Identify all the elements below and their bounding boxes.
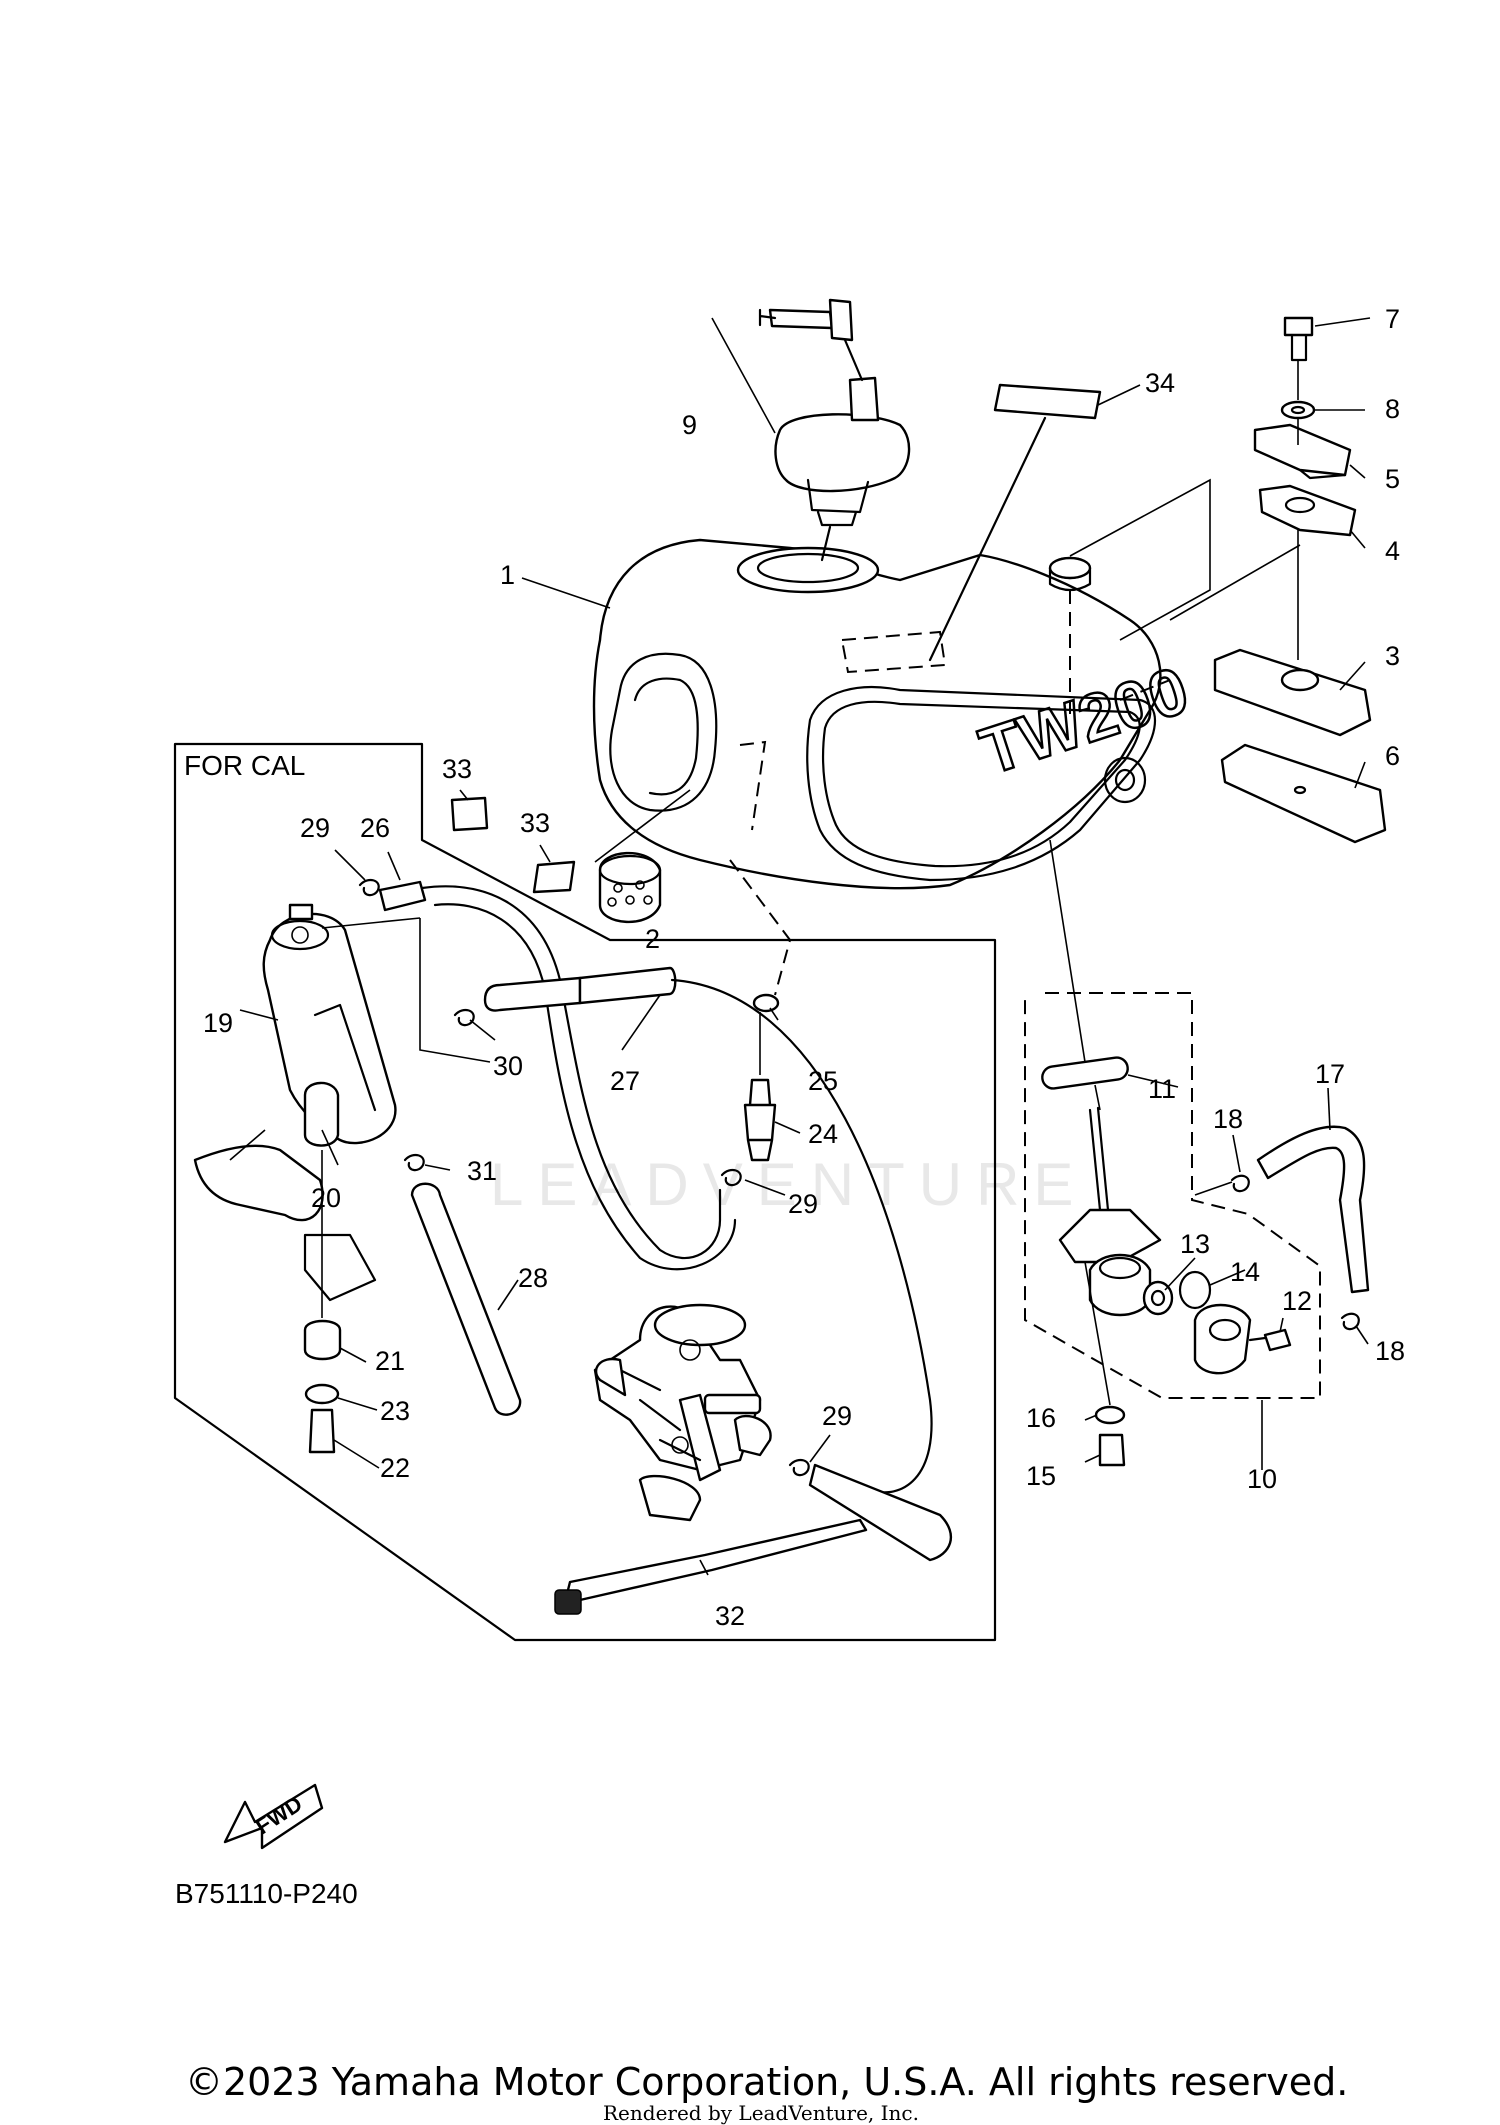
callout-16: 16: [1026, 1403, 1056, 1433]
bolt-22: [308, 1408, 336, 1454]
callout-15: 15: [1026, 1461, 1056, 1491]
tank-label-sticker: [993, 383, 1102, 420]
fuel-cap: [758, 298, 911, 527]
washer-leader: [1084, 1261, 1111, 1406]
canister-bracket: [193, 1144, 324, 1222]
callout-33-a: 33: [442, 754, 472, 784]
callout-4: 4: [1385, 536, 1400, 566]
carburetor: [593, 1303, 772, 1522]
callout-9: 9: [682, 410, 697, 440]
mounting-hardware: [1048, 316, 1387, 844]
tank-to-fitting-dashed: [729, 859, 792, 996]
callout-27: 27: [610, 1066, 640, 1096]
hose-26-route: [420, 885, 722, 1260]
cap-leader-line: [820, 525, 832, 562]
label-sticker-b: [532, 860, 576, 894]
hose-clip-29-c: [788, 1458, 810, 1477]
callout-3: 3: [1385, 641, 1400, 671]
for-cal-label: FOR CAL: [184, 750, 305, 781]
hose-27-elbow: [808, 1463, 952, 1562]
copyright-notice: ©2023 Yamaha Motor Corporation, U.S.A. A…: [185, 2060, 1348, 2104]
callout-29-a: 29: [300, 813, 330, 843]
hose-clip-18a: [1230, 1174, 1250, 1193]
callout-5: 5: [1385, 464, 1400, 494]
label-sticker-a: [450, 796, 489, 832]
callout-7: 7: [1385, 304, 1400, 334]
washer-23: [304, 1383, 340, 1405]
hose-clip-18b: [1340, 1312, 1360, 1331]
fwd-arrow: FWD: [223, 1783, 324, 1850]
callout-leaders: [239, 317, 1371, 1576]
grommet-20: [303, 1081, 340, 1147]
hose-clip-31: [403, 1153, 425, 1172]
hose-27-body: [578, 966, 677, 1005]
fuel-hose-17: [1256, 1125, 1370, 1294]
callout-1: 1: [500, 560, 515, 590]
bracket-leader-2: [1169, 544, 1301, 621]
callout-31: 31: [467, 1156, 497, 1186]
callout-14: 14: [1230, 1257, 1260, 1287]
callout-22: 22: [380, 1453, 410, 1483]
bracket-leader-diagonal: [1069, 478, 1211, 641]
label-leader-line: [928, 416, 1047, 662]
callout-13: 13: [1180, 1229, 1210, 1259]
callout-20: 20: [311, 1183, 341, 1213]
callout-numbers: 1 2 3 4 5 6 7 8 9 10 11 12 13 14 15 16 1…: [203, 304, 1405, 1631]
hose-27-route: [670, 978, 933, 1494]
canister-mount-plate: [303, 1233, 377, 1302]
damper-leader: [594, 789, 691, 863]
callout-10: 10: [1247, 1464, 1277, 1494]
callout-21: 21: [375, 1346, 405, 1376]
callout-25: 25: [808, 1066, 838, 1096]
hose-clip-30: [453, 1008, 475, 1027]
hose-26-route-inner: [433, 903, 737, 1271]
callout-29-c: 29: [822, 1401, 852, 1431]
callout-28: 28: [518, 1263, 548, 1293]
clip-leader: [1194, 1181, 1233, 1196]
callout-33-b: 33: [520, 808, 550, 838]
hose-28: [410, 1182, 522, 1416]
figure-code: B751110-P240: [175, 1878, 358, 1909]
fitting-24: [743, 1078, 777, 1162]
canister-bracket-leader: [229, 1129, 266, 1161]
callout-29-b: 29: [788, 1189, 818, 1219]
cable-tie-32: [563, 1518, 868, 1604]
callout-32: 32: [715, 1601, 745, 1631]
cable-tie-head: [554, 1589, 582, 1615]
callout-30: 30: [493, 1051, 523, 1081]
callout-11: 11: [1148, 1074, 1176, 1104]
canister-19: [262, 903, 397, 1145]
callout-23: 23: [380, 1396, 410, 1426]
o-ring-25: [752, 993, 780, 1013]
callout-26: 26: [360, 813, 390, 843]
fuel-tank: TW200: [592, 538, 1198, 890]
callout-2: 2: [645, 924, 660, 954]
hose-clip-29-b: [720, 1168, 742, 1187]
rendered-by-note: Rendered by LeadVenture, Inc.: [603, 2101, 919, 2125]
hose-clip-29-a: [358, 878, 380, 897]
fuel-cock: [1041, 1056, 1292, 1467]
callout-17: 17: [1315, 1059, 1345, 1089]
collar-21: [303, 1319, 342, 1361]
callout-18-lower: 18: [1375, 1336, 1405, 1366]
callout-8: 8: [1385, 394, 1400, 424]
callout-19: 19: [203, 1008, 233, 1038]
callout-12: 12: [1282, 1286, 1312, 1316]
watermark-text: LEADVENTURE: [490, 1151, 1087, 1218]
callout-6: 6: [1385, 741, 1400, 771]
for-cal-section-border: [173, 742, 997, 1642]
hose-26: [378, 880, 427, 912]
callout-24: 24: [808, 1119, 838, 1149]
hose-26-guide: [321, 917, 491, 1063]
damper-part: [598, 851, 662, 924]
callout-34: 34: [1145, 368, 1175, 398]
callout-18-upper: 18: [1213, 1104, 1243, 1134]
fuel-cock-leader: [1049, 839, 1101, 1111]
